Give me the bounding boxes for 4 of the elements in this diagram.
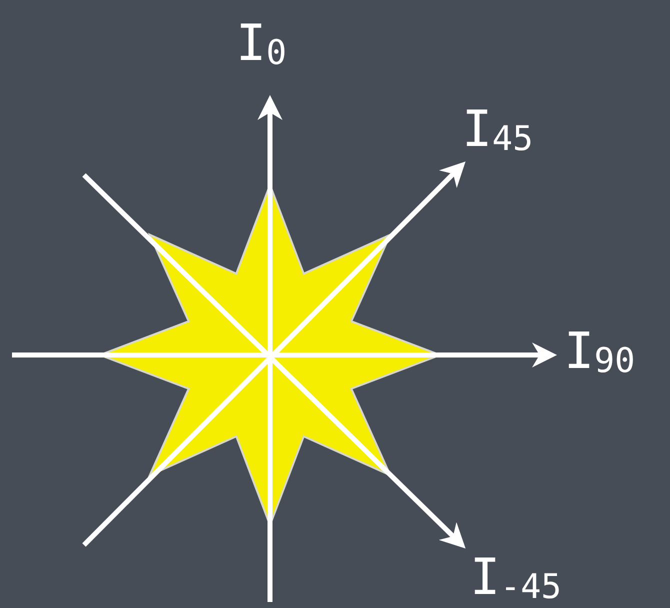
axis-label: I$_{45}$ [462,104,534,156]
axis-label: I$_{0}$ [236,18,287,70]
axis-label: I$_{90}$ [564,326,636,378]
axis-label: I$_{-45}$ [470,552,562,604]
